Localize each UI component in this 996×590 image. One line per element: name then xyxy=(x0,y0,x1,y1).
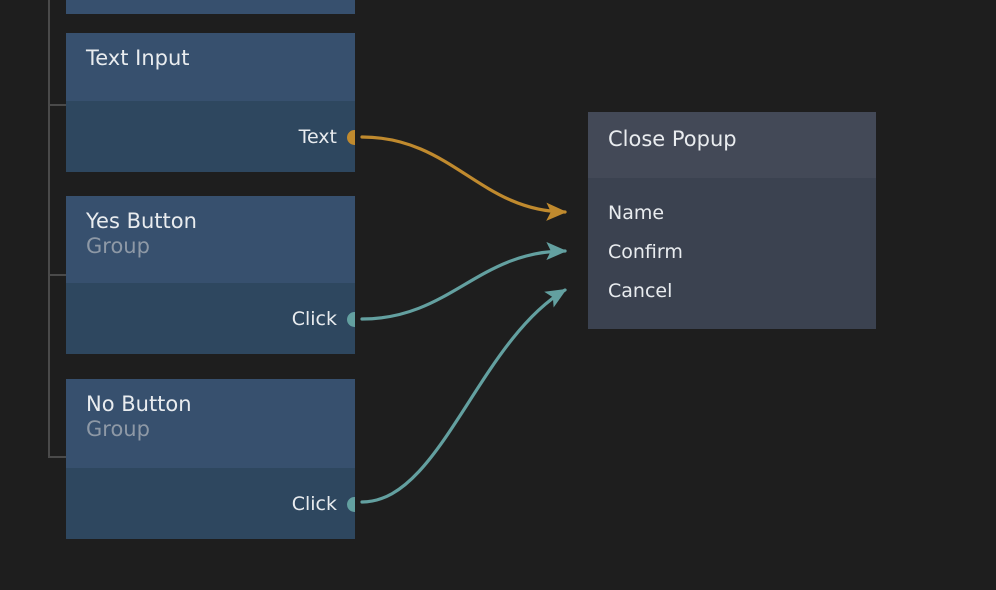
node-text-input-body: Text xyxy=(66,101,355,172)
node-clipped-header xyxy=(66,0,355,14)
output-port-yes-click[interactable]: Click xyxy=(292,308,355,330)
node-yes-button-body: Click xyxy=(66,283,355,354)
edge-noclick-to-cancel[interactable] xyxy=(360,288,567,504)
edge-text-to-name[interactable] xyxy=(360,135,568,221)
node-no-button-body: Click xyxy=(66,468,355,539)
node-clipped-above[interactable] xyxy=(66,0,355,14)
tree-branch-text-input xyxy=(48,104,66,106)
node-tree-gutter xyxy=(0,0,66,590)
node-text-input[interactable]: Text Input Text xyxy=(66,33,355,172)
tree-branch-yes-button xyxy=(48,274,66,276)
output-port-yes-click-dot[interactable] xyxy=(347,311,355,327)
output-port-text[interactable]: Text xyxy=(299,126,355,148)
node-close-popup-header[interactable]: Close Popup xyxy=(588,112,876,178)
input-port-cancel[interactable]: Cancel xyxy=(608,280,673,302)
output-port-no-click-dot[interactable] xyxy=(347,496,355,512)
node-close-popup-body: Name Confirm Cancel xyxy=(588,178,876,329)
tree-branch-no-button xyxy=(48,456,66,458)
node-no-button-header[interactable]: No Button Group xyxy=(66,379,355,468)
node-no-button-subtitle: Group xyxy=(86,416,150,441)
output-port-no-click-label: Click xyxy=(291,493,337,515)
output-port-text-dot[interactable] xyxy=(347,129,355,145)
input-port-confirm[interactable]: Confirm xyxy=(608,241,683,263)
output-port-no-click[interactable]: Click xyxy=(292,493,355,515)
node-yes-button-header[interactable]: Yes Button Group xyxy=(66,196,355,283)
node-text-input-title: Text Input xyxy=(86,46,190,70)
output-port-yes-click-label: Click xyxy=(291,308,337,330)
node-no-button[interactable]: No Button Group Click xyxy=(66,379,355,539)
node-close-popup[interactable]: Close Popup Name Confirm Cancel xyxy=(588,112,876,329)
node-no-button-title: No Button xyxy=(86,392,192,416)
edge-yesclick-to-confirm[interactable] xyxy=(360,241,568,321)
tree-spine-line xyxy=(48,0,50,458)
node-text-input-header[interactable]: Text Input xyxy=(66,33,355,101)
node-yes-button-subtitle: Group xyxy=(86,233,150,258)
node-yes-button[interactable]: Yes Button Group Click xyxy=(66,196,355,354)
input-port-name[interactable]: Name xyxy=(608,202,665,224)
node-yes-button-title: Yes Button xyxy=(86,209,197,233)
output-port-text-label: Text xyxy=(298,126,337,148)
node-close-popup-title: Close Popup xyxy=(608,127,737,151)
